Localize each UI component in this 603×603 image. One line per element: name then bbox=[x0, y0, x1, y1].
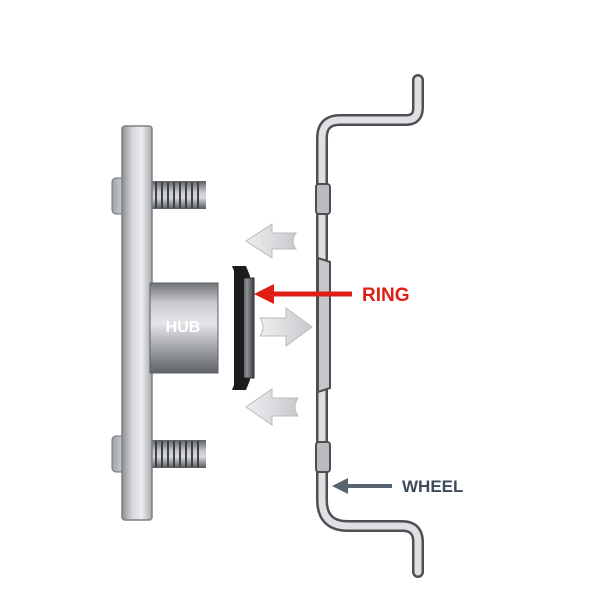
wheel-stud-top bbox=[150, 181, 206, 209]
wheel-stud-bottom bbox=[150, 440, 206, 468]
ring-pointer-arrow-icon bbox=[254, 284, 352, 304]
ring-callout: RING bbox=[254, 284, 410, 306]
motion-arrow-top bbox=[245, 223, 297, 259]
ring-label: RING bbox=[362, 285, 410, 306]
motion-arrow-bottom bbox=[245, 388, 299, 426]
hub-assembly: HUB bbox=[111, 125, 219, 521]
wheel-label: WHEEL bbox=[402, 477, 463, 496]
wheel-callout: WHEEL bbox=[332, 477, 463, 496]
wheel-pointer-arrow-icon bbox=[332, 478, 392, 494]
hub-label: HUB bbox=[166, 319, 201, 336]
wheel-lug-seat-top bbox=[315, 183, 331, 215]
hub-centric-ring bbox=[232, 266, 255, 390]
hub-flange bbox=[121, 125, 153, 521]
wheel-profile bbox=[315, 74, 424, 578]
hub-pilot bbox=[150, 283, 218, 373]
motion-arrow-middle bbox=[259, 307, 313, 347]
wheel-lug-seat-bottom bbox=[315, 441, 331, 473]
wheel-center-bore bbox=[317, 256, 331, 394]
